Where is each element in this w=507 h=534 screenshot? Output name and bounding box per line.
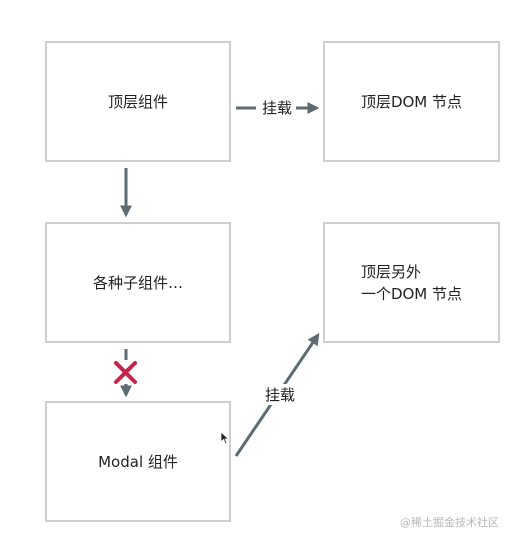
cursor-icon bbox=[220, 431, 230, 445]
top-component-label: 顶层组件 bbox=[107, 92, 168, 111]
top-component-box: 顶层组件 bbox=[45, 41, 231, 162]
modal-component-box: Modal 组件 bbox=[45, 401, 231, 522]
top-dom-node-label: 顶层DOM 节点 bbox=[360, 92, 463, 111]
mount-label-modal: 挂载 bbox=[263, 384, 298, 405]
child-components-box: 各种子组件… bbox=[45, 222, 231, 343]
mount-label-top: 挂载 bbox=[260, 97, 295, 118]
top-dom-node-box: 顶层DOM 节点 bbox=[323, 41, 500, 162]
modal-component-label: Modal 组件 bbox=[98, 452, 178, 471]
other-dom-node-box: 顶层另外 一个DOM 节点 bbox=[323, 222, 500, 343]
watermark: @稀土掘金技术社区 bbox=[400, 516, 499, 529]
cross-icon bbox=[114, 361, 137, 384]
child-components-label: 各种子组件… bbox=[92, 273, 183, 292]
other-dom-node-label: 顶层另外 一个DOM 节点 bbox=[360, 262, 463, 303]
